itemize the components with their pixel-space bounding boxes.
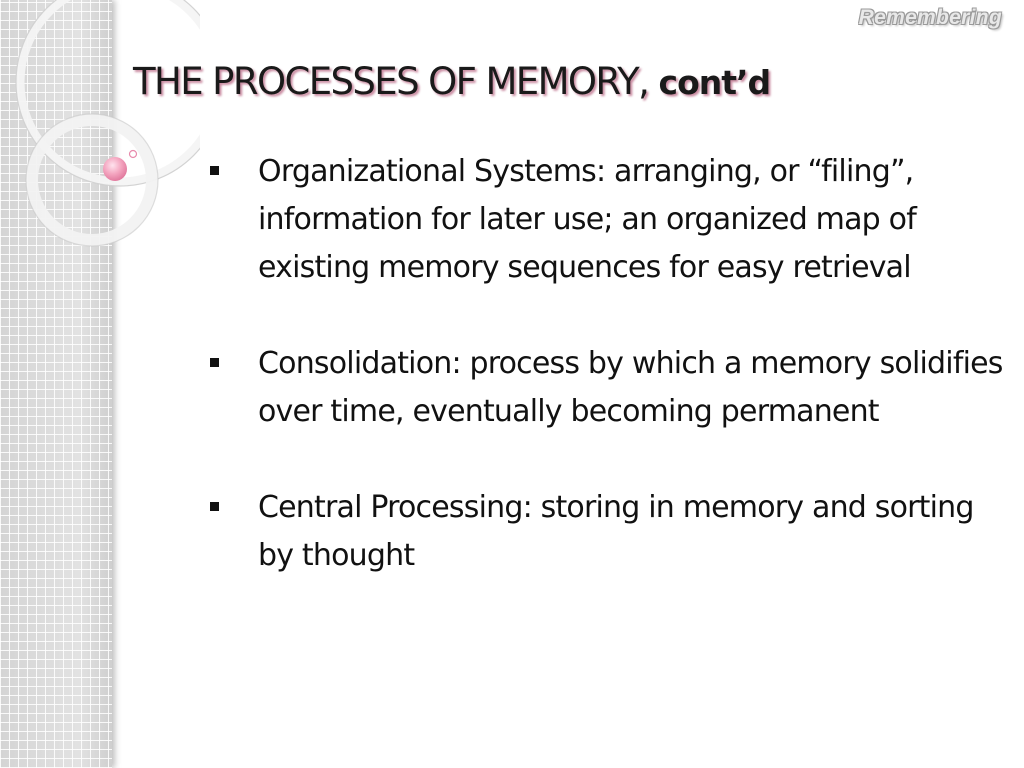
slide-title-main: THE PROCESSES OF MEMORY, <box>133 60 650 103</box>
pink-dot-icon <box>103 157 127 181</box>
bullet-text: Central Processing: storing in memory an… <box>258 490 974 573</box>
decorative-circles <box>15 0 200 247</box>
square-bullet-icon <box>210 502 219 511</box>
slide-title-suffix: cont’d <box>658 63 772 102</box>
square-bullet-icon <box>210 358 219 367</box>
bullet-item-organizational-systems: Organizational Systems: arranging, or “f… <box>204 148 1004 292</box>
section-label: Remembering <box>858 6 1002 29</box>
slide-title: THE PROCESSES OF MEMORY, cont’d <box>133 60 772 103</box>
bullet-item-central-processing: Central Processing: storing in memory an… <box>204 484 1004 580</box>
decor-ring-small-edge <box>25 113 159 247</box>
bullet-list: Organizational Systems: arranging, or “f… <box>204 148 1004 628</box>
decor-ring-large-edge <box>15 0 200 187</box>
pink-ring-icon <box>128 149 138 159</box>
decor-ring-small <box>26 114 158 246</box>
bullet-text: Consolidation: process by which a memory… <box>258 346 1003 429</box>
square-bullet-icon <box>210 166 219 175</box>
bullet-item-consolidation: Consolidation: process by which a memory… <box>204 340 1004 436</box>
decor-ring-large <box>15 0 200 187</box>
bullet-text: Organizational Systems: arranging, or “f… <box>258 154 917 285</box>
